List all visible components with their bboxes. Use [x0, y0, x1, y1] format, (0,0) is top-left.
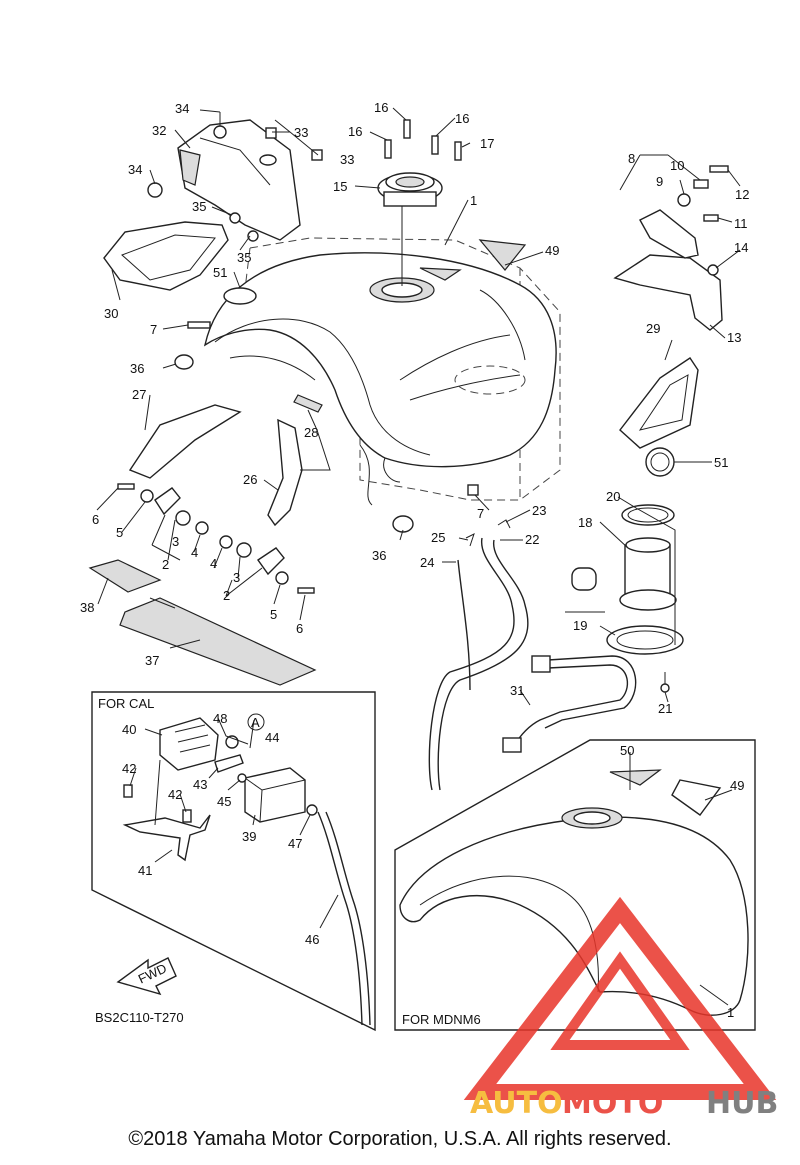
- callout-6b: 6: [296, 621, 303, 636]
- hoses: [428, 519, 637, 791]
- callout-48: 48: [213, 711, 227, 726]
- upper-right-bracket: [613, 165, 729, 331]
- callout-32: 32: [152, 123, 166, 138]
- callout-3b: 3: [233, 570, 240, 585]
- callout-29: 29: [646, 321, 660, 336]
- callout-35a: 35: [192, 199, 206, 214]
- callout-9: 9: [656, 174, 663, 189]
- left-panel-30: [103, 221, 257, 305]
- callout-45: 45: [217, 794, 231, 809]
- callout-11: 11: [734, 216, 748, 231]
- upper-left-cover: [147, 112, 323, 242]
- for-cal-box: [91, 691, 376, 1032]
- callout-33b: 33: [340, 152, 354, 167]
- callout-16b: 16: [348, 124, 362, 139]
- callout-28: 28: [304, 425, 318, 440]
- callout-33a: 33: [294, 125, 308, 140]
- copyright-footer: ©2018 Yamaha Motor Corporation, U.S.A. A…: [128, 1128, 672, 1150]
- callout-35b: 35: [237, 250, 251, 265]
- callout-50: 50: [620, 743, 634, 758]
- leader-lines: [96, 107, 741, 1006]
- left-mount-parts: [117, 483, 315, 594]
- callout-42a: 42: [122, 761, 136, 776]
- callout-49b: 49: [730, 778, 744, 793]
- callout-27: 27: [132, 387, 146, 402]
- callout-34a: 34: [175, 101, 189, 116]
- watermark-part-moto: MOTO: [562, 1086, 663, 1121]
- callout-1a: 1: [470, 193, 477, 208]
- callout-51a: 51: [213, 265, 227, 280]
- callout-17: 17: [480, 136, 494, 151]
- fuel-tank: [203, 239, 557, 506]
- callout-47: 47: [288, 836, 302, 851]
- fwd-arrow-icon: [116, 957, 177, 996]
- callout-2a: 2: [162, 557, 169, 572]
- callout-44: 44: [265, 730, 279, 745]
- callout-15: 15: [333, 179, 347, 194]
- callout-34b: 34: [128, 162, 142, 177]
- watermark-part-auto: AUTO: [470, 1086, 563, 1121]
- callout-7b: 7: [477, 506, 484, 521]
- callout-3a: 3: [172, 534, 179, 549]
- callout-14: 14: [734, 240, 748, 255]
- callout-16a: 16: [374, 100, 388, 115]
- callout-23: 23: [532, 503, 546, 518]
- fuel-pump: [571, 504, 684, 693]
- callout-36a: 36: [130, 361, 144, 376]
- callout-41: 41: [138, 863, 152, 878]
- callout-36b: 36: [372, 548, 386, 563]
- right-panel-29: [619, 357, 699, 477]
- callout-39: 39: [242, 829, 256, 844]
- callout-38: 38: [80, 600, 94, 615]
- svg-text:A: A: [251, 715, 260, 730]
- callout-2b: 2: [223, 588, 230, 603]
- diagram-code: BS2C110-T270: [95, 1010, 184, 1025]
- callout-19: 19: [573, 618, 587, 633]
- callout-49a: 49: [545, 243, 559, 258]
- callout-21: 21: [658, 701, 672, 716]
- callout-1b: 1: [727, 1005, 734, 1020]
- callout-5b: 5: [270, 607, 277, 622]
- callout-5a: 5: [116, 525, 123, 540]
- callout-22: 22: [525, 532, 539, 547]
- for-mdnm6-label: FOR MDNM6: [402, 1012, 481, 1027]
- callout-13: 13: [727, 330, 741, 345]
- marker-a: A: [247, 713, 265, 731]
- callout-8: 8: [628, 151, 635, 166]
- for-cal-label: FOR CAL: [98, 696, 154, 711]
- watermark-part-hub: HUB: [706, 1086, 778, 1121]
- callout-51b: 51: [714, 455, 728, 470]
- callout-4b: 4: [210, 556, 217, 571]
- pads: [88, 559, 317, 686]
- callout-24: 24: [420, 555, 434, 570]
- callout-16c: 16: [455, 111, 469, 126]
- watermark-logo: AUTO MOTO HUB: [463, 896, 778, 1121]
- callout-30: 30: [104, 306, 118, 321]
- callout-26: 26: [243, 472, 257, 487]
- callout-37: 37: [145, 653, 159, 668]
- callout-6a: 6: [92, 512, 99, 527]
- callout-40: 40: [122, 722, 136, 737]
- left-parts: [128, 321, 479, 533]
- callout-46: 46: [305, 932, 319, 947]
- callout-42b: 42: [168, 787, 182, 802]
- callout-31: 31: [510, 683, 524, 698]
- callout-numbers: 34 32 33 33 34 35 35 30 51 16 16 16 17 1…: [80, 100, 749, 1020]
- callout-25: 25: [431, 530, 445, 545]
- callout-12: 12: [735, 187, 749, 202]
- callout-43: 43: [193, 777, 207, 792]
- for-mdnm6-box: [394, 739, 756, 1031]
- callout-18: 18: [578, 515, 592, 530]
- callout-10: 10: [670, 158, 684, 173]
- callout-20: 20: [606, 489, 620, 504]
- callout-4a: 4: [191, 545, 198, 560]
- callout-7a: 7: [150, 322, 157, 337]
